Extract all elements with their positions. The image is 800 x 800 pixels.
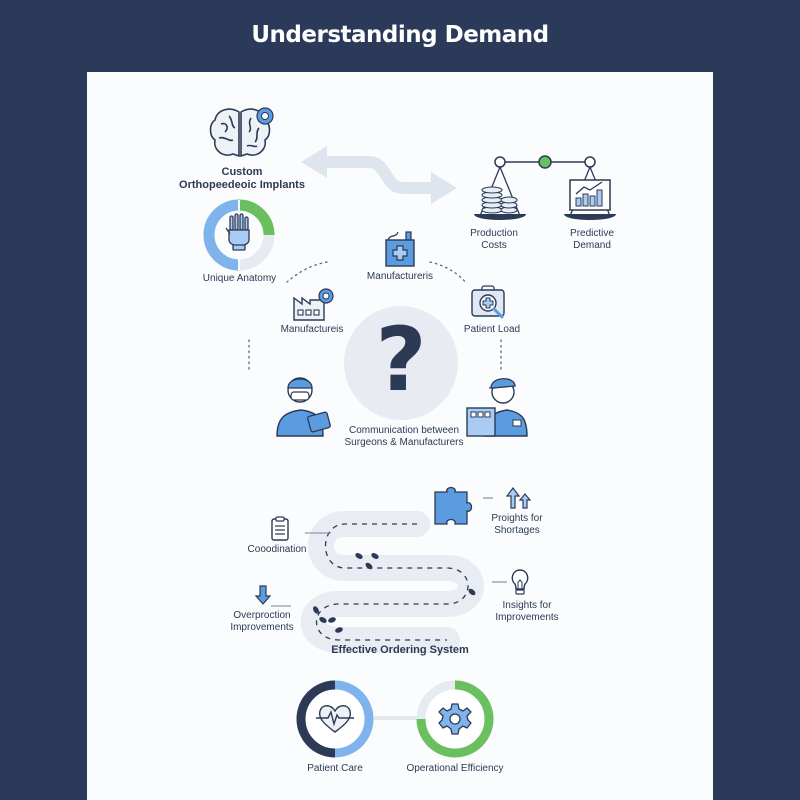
manufacturer-worker-icon — [466, 378, 528, 437]
surgeon-tablet-icon — [276, 377, 331, 437]
anatomy-label: Unique Anatomy — [202, 273, 277, 284]
arrow-down-icon — [254, 585, 272, 605]
winding-path-diagram — [271, 497, 507, 653]
insights-label-line2: Improvements — [495, 612, 559, 623]
top-node-label: Manufactureris — [366, 271, 434, 282]
question-circle — [344, 306, 458, 420]
balance-scale-icon — [474, 155, 616, 220]
shortages-label-line2: Shortages — [494, 525, 540, 536]
overproduction-label-line2: Improvements — [230, 622, 294, 633]
dotted-connectors — [248, 261, 502, 373]
right-node-label: Patient Load — [463, 324, 521, 335]
shortages-label-line1: Proights for — [491, 513, 543, 524]
medical-kit-search-icon — [471, 285, 505, 319]
production-costs-line2: Costs — [481, 240, 507, 251]
overproduction-label-line1: Overproction — [233, 610, 291, 621]
coordination-label: Cooodination — [247, 544, 307, 555]
operational-efficiency-label: Operational Efficiency — [406, 763, 504, 774]
clipboard-icon — [271, 516, 289, 541]
communication-caption-line2: Surgeons & Manufacturers — [344, 437, 464, 448]
predictive-demand-line2: Demand — [573, 240, 611, 251]
question-mark-icon: ? — [375, 308, 427, 411]
page-title: Understanding Demand — [251, 22, 549, 48]
predictive-demand-line1: Predictive — [570, 228, 614, 239]
lightbulb-icon — [511, 569, 529, 595]
hand-xray-icon — [225, 213, 250, 251]
bidirectional-arrow-icon — [301, 146, 457, 204]
outcome-connector — [374, 716, 417, 720]
factory-gear-icon — [293, 288, 334, 321]
communication-caption-line1: Communication between — [348, 425, 460, 436]
patient-care-label: Patient Care — [307, 763, 363, 774]
left-node-label: Manufactureis — [280, 324, 344, 335]
gear-icon — [438, 703, 472, 735]
puzzle-piece-icon — [434, 486, 473, 525]
brain-gear-icon — [209, 107, 274, 158]
arrows-up-icon — [505, 487, 532, 509]
ordering-system-title: Effective Ordering System — [331, 644, 469, 656]
production-costs-line1: Production — [470, 228, 518, 239]
implants-label-line2: Orthopeedeoic Implants — [179, 179, 305, 191]
anatomy-ring-chart — [203, 199, 275, 271]
implants-label-line1: Custom — [221, 166, 263, 178]
heart-pulse-icon — [316, 705, 354, 733]
insights-label-line1: Insights for — [502, 600, 552, 611]
hospital-factory-icon — [385, 231, 415, 267]
infographic-panel: Custom Orthopeedeoic Implants Unique Ana… — [87, 72, 713, 800]
